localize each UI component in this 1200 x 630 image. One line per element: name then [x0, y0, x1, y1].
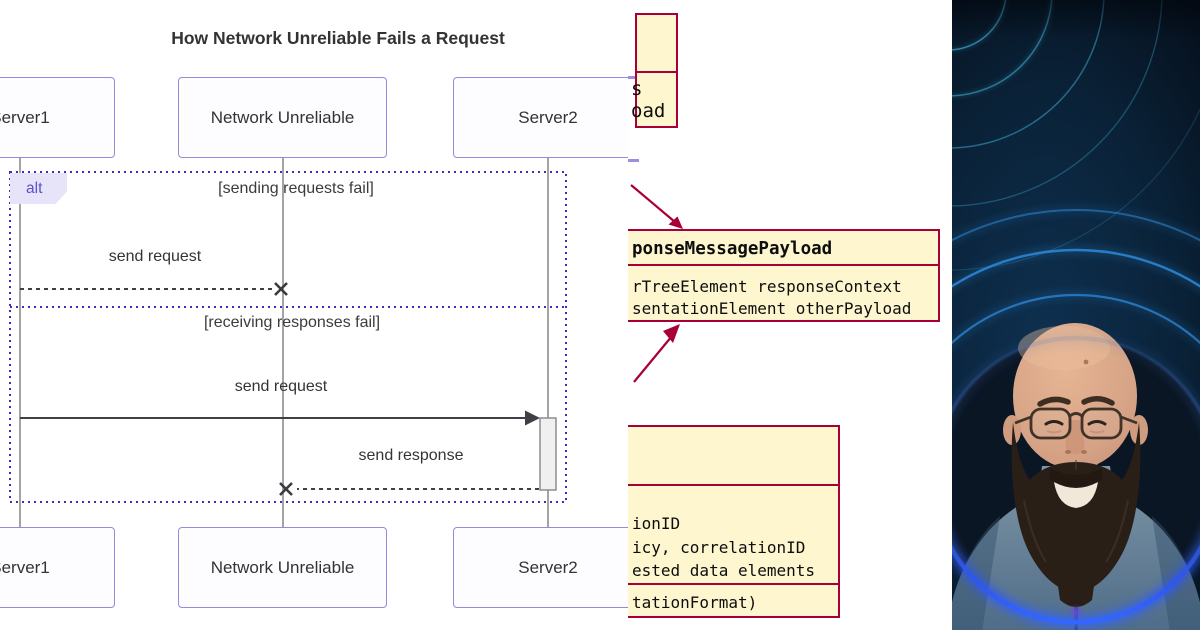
head — [1013, 323, 1137, 469]
actor-label: Server2 — [518, 107, 578, 127]
top-vignette — [952, 0, 1200, 160]
class-box-top-cropped — [635, 13, 678, 128]
class-box-divider — [637, 71, 676, 73]
cut-link-line — [628, 159, 639, 162]
association-arrowhead-icon-2 — [663, 324, 680, 343]
ring-glow — [952, 335, 1200, 625]
class-diagram-connectors — [630, 184, 683, 383]
attribute-fragment: s — [631, 78, 643, 100]
class-title-fragment: ponseMessagePayload — [632, 239, 833, 259]
actor-label: Network Unreliable — [210, 557, 355, 577]
message3-fail-x-icon — [279, 482, 293, 496]
message3-label: send response — [358, 447, 464, 464]
cheek-line-left — [1046, 430, 1062, 434]
class-diagram-fragment: s oad ponseMessagePayload rTreeElement r… — [628, 0, 952, 630]
attribute-fragment: rTreeElement responseContext — [632, 277, 902, 296]
actor-label: Server1 — [0, 107, 50, 127]
alt-frame-label: alt — [10, 173, 67, 204]
mustache — [1050, 468, 1102, 487]
alt-branch1-condition: [sending requests fail] — [218, 180, 374, 197]
portrait-ripple-arcs-icon — [952, 207, 1200, 630]
actor-label: Server2 — [518, 557, 578, 577]
portrait-panel — [952, 0, 1200, 630]
beard-tip — [1056, 572, 1096, 607]
sequence-diagram: How Network Unreliable Fails a Request S… — [0, 28, 628, 608]
class-box-payload — [628, 229, 940, 322]
class-box-divider — [628, 484, 838, 486]
association-line-2 — [633, 335, 673, 383]
glasses-icon — [1014, 407, 1138, 440]
actor-label: Server1 — [0, 557, 50, 577]
class-box-divider — [628, 264, 938, 266]
association-arrowhead-icon — [668, 216, 683, 229]
actor-bottom-server2: Server2 — [453, 527, 628, 608]
association-line — [630, 184, 676, 223]
message2-label: send request — [234, 378, 328, 395]
actor-label: Network Unreliable — [210, 107, 355, 127]
nostril-right — [1081, 450, 1087, 454]
sequence-diagram-linework — [9, 158, 567, 527]
cut-link-line — [628, 76, 639, 79]
class-box-divider — [628, 583, 838, 585]
actor-top-server2: Server2 — [453, 77, 628, 158]
smile-teeth — [1054, 482, 1098, 508]
message1-fail-x-icon — [274, 282, 288, 296]
eye-right — [1087, 420, 1107, 426]
eyebrow-left — [1037, 396, 1071, 407]
server2-activation-bar — [539, 417, 557, 491]
alt-branch2-condition: [receiving responses fail] — [203, 314, 381, 331]
cheek-line-right — [1089, 430, 1105, 434]
message2-arrowhead-icon — [525, 410, 540, 426]
actor-top-network-unreliable: Network Unreliable — [178, 77, 387, 158]
attribute-fragment: ested data elements — [632, 561, 816, 580]
method-fragment: tationFormat) — [632, 593, 758, 612]
attribute-fragment: sentationElement otherPayload — [632, 299, 912, 318]
actor-top-server1: Server1 — [0, 77, 115, 158]
eye-left — [1044, 420, 1064, 426]
zipper-glow-dot — [1071, 607, 1081, 617]
class-box-detail — [628, 425, 840, 618]
attribute-fragment: icy, correlationID — [632, 538, 806, 557]
actor-bottom-network-unreliable: Network Unreliable — [178, 527, 387, 608]
beard-texture — [1023, 460, 1129, 563]
portrait-scene — [952, 0, 1200, 630]
message1-label: send request — [108, 248, 202, 265]
alt-frame-border — [9, 171, 567, 503]
forehead-mole — [1083, 359, 1089, 365]
attribute-fragment: oad — [631, 100, 666, 122]
nostril-left — [1065, 450, 1071, 454]
eyebrow-right — [1081, 396, 1115, 406]
actor-bottom-server1: Server1 — [0, 527, 115, 608]
attribute-fragment: ionID — [632, 514, 681, 533]
diagram-title: How Network Unreliable Fails a Request — [171, 28, 505, 48]
